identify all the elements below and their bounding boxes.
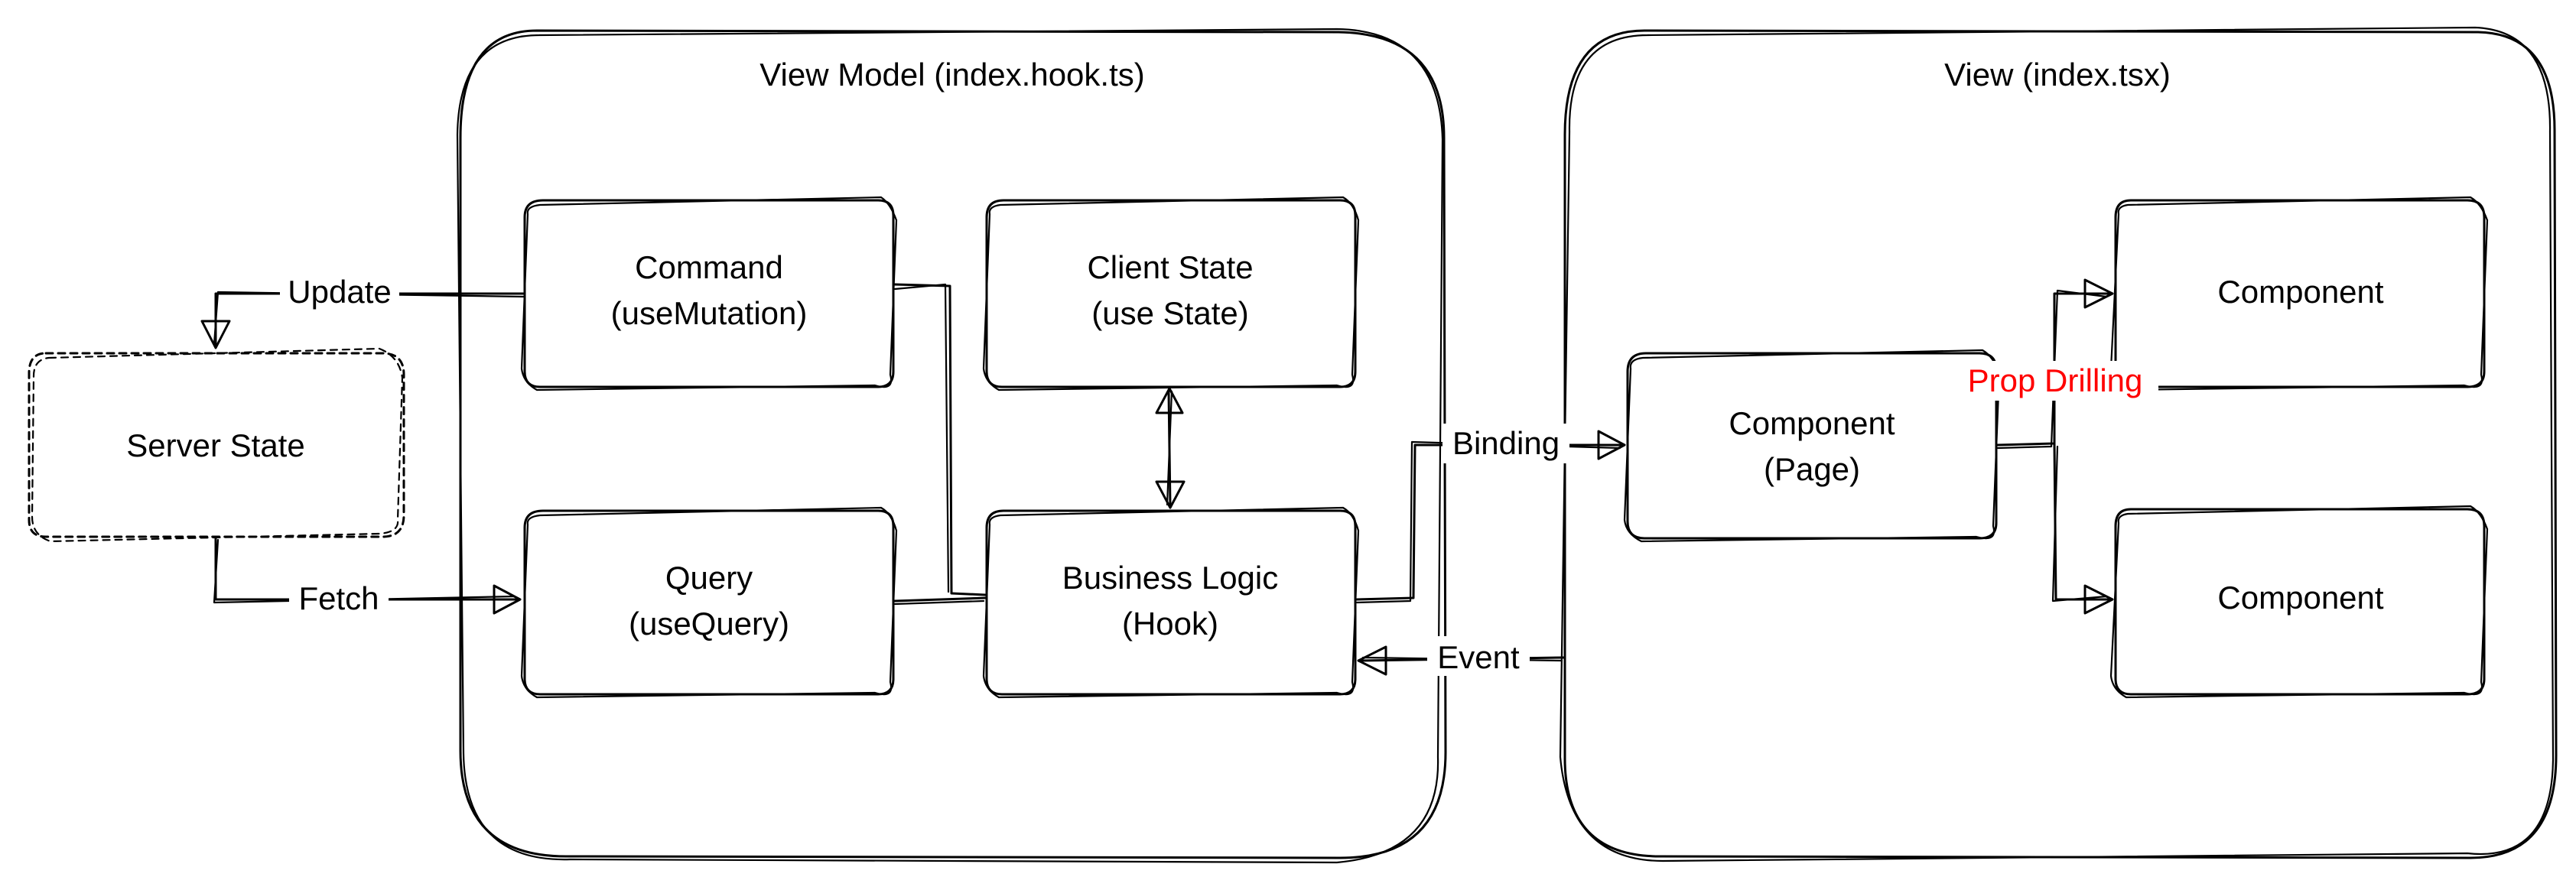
binding-label: Binding	[1452, 425, 1560, 461]
business-logic-label: Business Logic	[1062, 560, 1279, 596]
page-component-node: Component (Page)	[1623, 349, 2001, 543]
command-business-edge	[893, 283, 987, 596]
client-state-label: Client State	[1087, 249, 1253, 285]
client-state-node: Client State (use State)	[982, 196, 1360, 391]
client-state-sublabel: (use State)	[1091, 295, 1248, 331]
component-bottom-node: Component	[2109, 505, 2489, 699]
server-state-label: Server State	[126, 427, 304, 463]
server-state-node: Server State	[28, 347, 405, 543]
component-top-node: Component	[2109, 196, 2489, 391]
update-edge: Update	[200, 272, 525, 349]
page-component-label: Component	[1729, 405, 1895, 441]
update-label: Update	[288, 274, 391, 310]
command-node: Command (useMutation)	[520, 196, 898, 391]
view-model-container: View Model (index.hook.ts)	[456, 28, 1447, 864]
component-top-label: Component	[2217, 274, 2383, 310]
binding-edge: Binding	[1355, 424, 1626, 604]
query-label: Query	[665, 560, 753, 596]
page-component-sublabel: (Page)	[1764, 451, 1860, 487]
prop-drilling-edges: Prop Drilling	[1952, 278, 2158, 615]
fetch-edge: Fetch	[213, 537, 522, 618]
command-sublabel: (useMutation)	[611, 295, 808, 331]
client-business-edge	[1155, 387, 1186, 509]
component-bottom-label: Component	[2217, 580, 2383, 616]
business-logic-node: Business Logic (Hook)	[982, 506, 1360, 699]
view-title: View (index.tsx)	[1944, 57, 2171, 93]
command-label: Command	[635, 249, 783, 285]
view-model-title: View Model (index.hook.ts)	[759, 57, 1144, 93]
query-sublabel: (useQuery)	[629, 606, 789, 642]
query-node: Query (useQuery)	[520, 506, 898, 699]
prop-drilling-label: Prop Drilling	[1968, 362, 2143, 398]
fetch-label: Fetch	[298, 580, 379, 616]
event-edge: Event	[1357, 636, 1565, 676]
view-container: View (index.tsx)	[1559, 26, 2558, 862]
business-logic-sublabel: (Hook)	[1122, 606, 1218, 642]
event-label: Event	[1437, 639, 1520, 675]
query-business-edge	[893, 596, 987, 606]
